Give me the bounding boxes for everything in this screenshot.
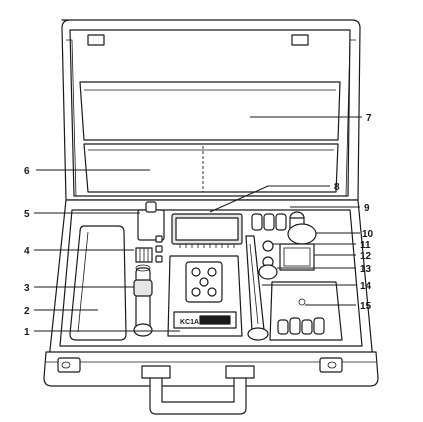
- device-label: KC1A: [180, 319, 199, 326]
- label-15: 15: [360, 301, 372, 312]
- label-12: 12: [360, 251, 372, 262]
- label-9: 9: [364, 203, 370, 214]
- label-10: 10: [362, 229, 374, 240]
- reagent-box: [279, 243, 315, 271]
- battery-block: [135, 247, 153, 263]
- case-lid: [61, 19, 361, 201]
- round-container: [287, 223, 317, 245]
- label-11: 11: [360, 240, 371, 251]
- label-6: 6: [24, 166, 30, 177]
- leader-lines: [34, 116, 362, 332]
- label-5: 5: [24, 209, 30, 220]
- small-holder: [137, 201, 165, 263]
- bottle-cluster: [269, 281, 343, 341]
- small-caps: [262, 240, 274, 268]
- label-2: 2: [24, 306, 30, 317]
- label-4: 4: [24, 246, 30, 257]
- label-8: 8: [334, 182, 340, 193]
- label-7: 7: [366, 113, 372, 124]
- label-3: 3: [24, 283, 30, 294]
- lid-upper-panel: [79, 81, 341, 141]
- electrode-card: [171, 213, 243, 248]
- probe-holder: [133, 264, 153, 337]
- small-bottle: [258, 264, 278, 280]
- label-14: 14: [360, 281, 372, 292]
- label-13: 13: [360, 264, 372, 275]
- label-1: 1: [24, 327, 30, 338]
- meter-device: KC1A: [167, 255, 243, 337]
- lid-lower-panel: [83, 143, 339, 193]
- tall-probe: [245, 235, 269, 341]
- callout-labels: 6 7 5 4 3 2 1 8 9 10 11 12 13 14 15: [24, 113, 374, 338]
- left-compartment: [69, 225, 127, 341]
